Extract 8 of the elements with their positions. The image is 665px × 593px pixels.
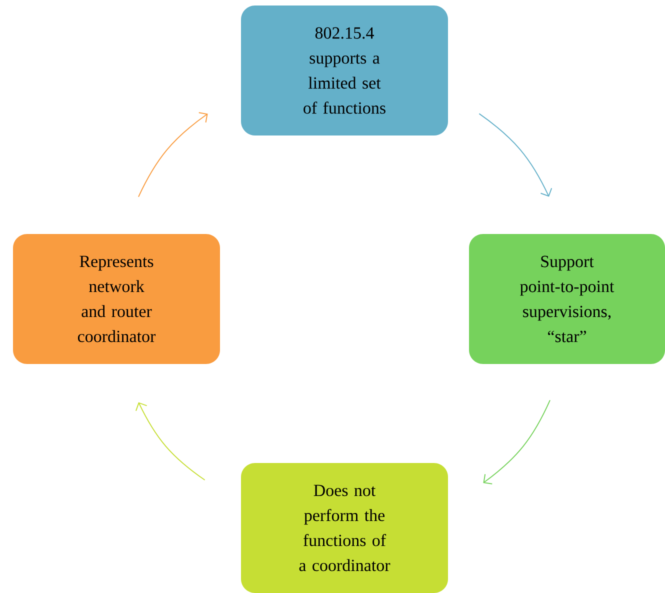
arrow (478, 113, 552, 197)
process-box: Represents network and router coordinator (13, 234, 220, 364)
process-box: 802.15.4 supports a limited set of functions (241, 6, 448, 136)
process-box: Support point-to-point supervisions, “star” (469, 234, 665, 364)
arrow (135, 402, 206, 480)
arrow (483, 400, 550, 484)
process-box: Does not perform the functions of a coordinator (241, 463, 448, 593)
arrow (138, 112, 208, 198)
